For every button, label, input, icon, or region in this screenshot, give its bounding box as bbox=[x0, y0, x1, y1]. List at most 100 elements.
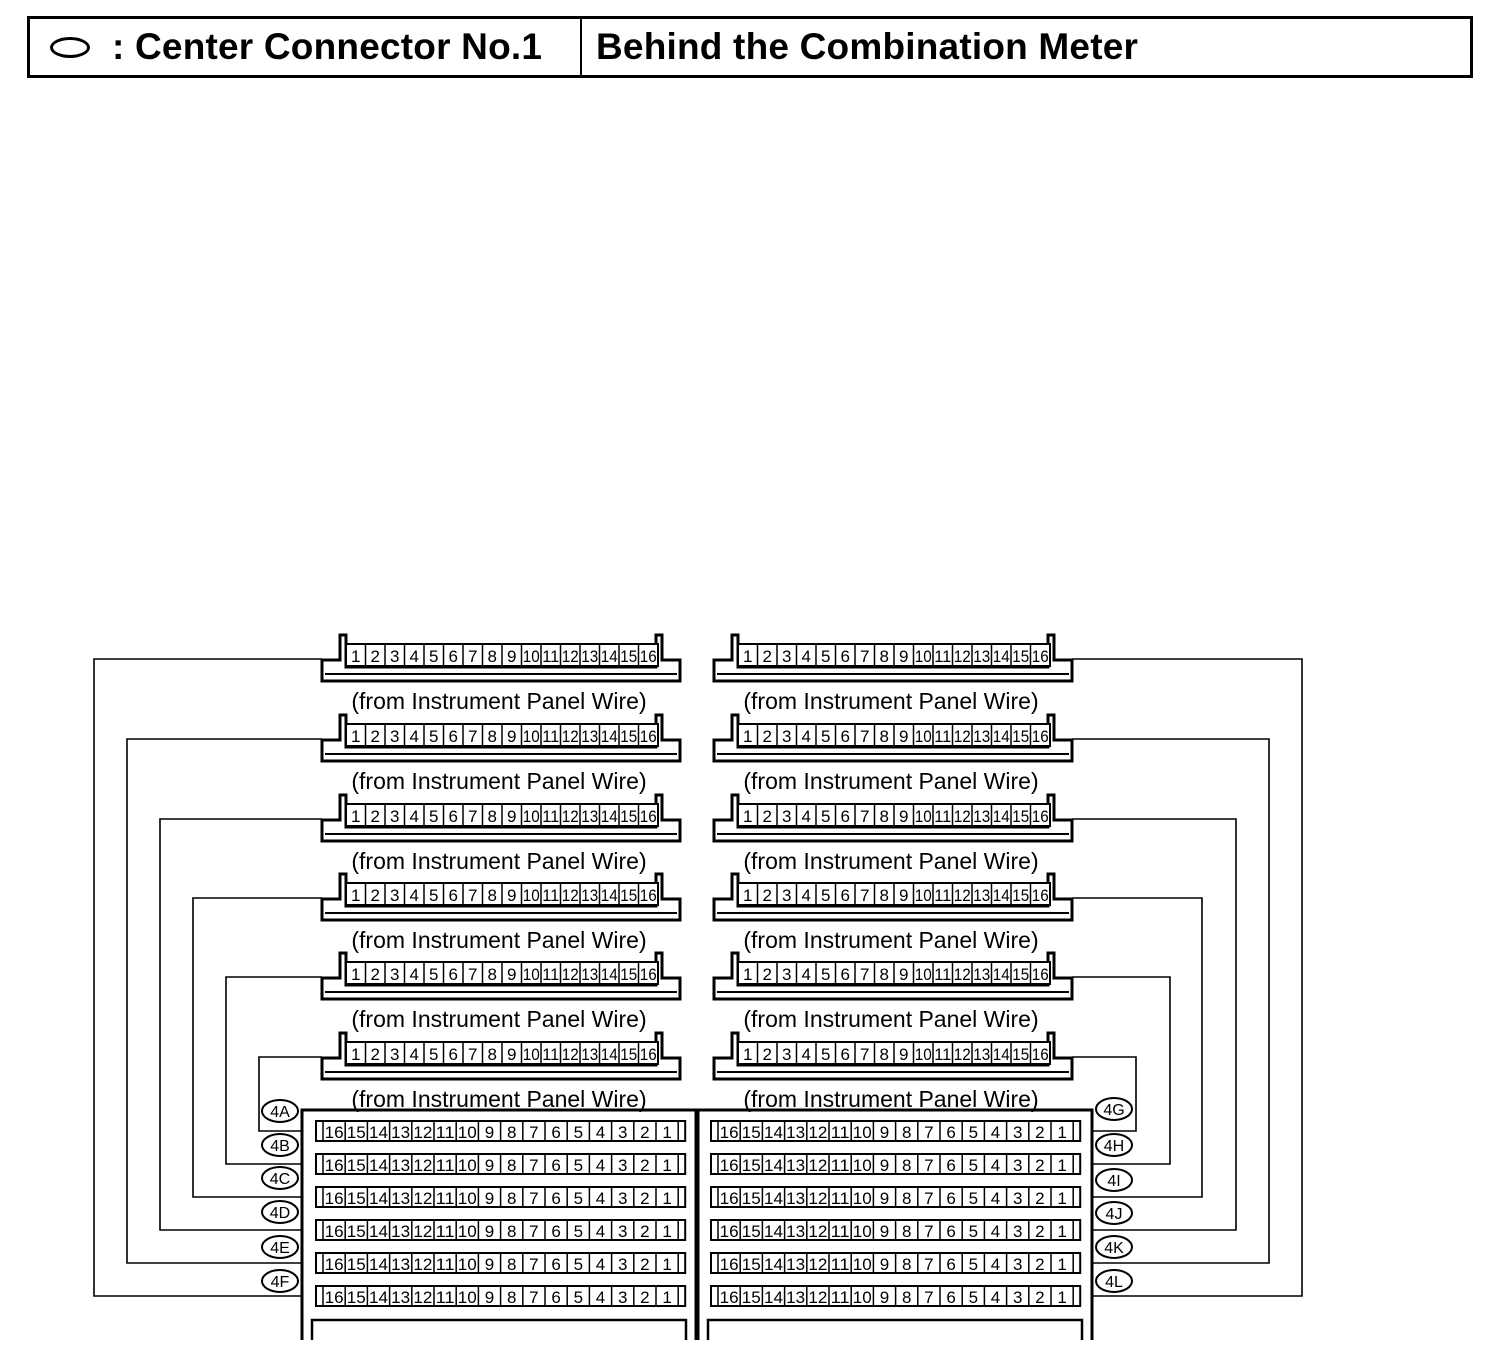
pin-number: 10 bbox=[915, 647, 932, 666]
pin-number: 4 bbox=[991, 1123, 1000, 1142]
pin-number: 1 bbox=[1057, 1288, 1066, 1307]
pin-number: 16 bbox=[325, 1189, 344, 1208]
pin-number: 6 bbox=[449, 886, 458, 905]
label-4g: 4G bbox=[1095, 1097, 1133, 1121]
wire-left-3 bbox=[159, 818, 322, 1231]
pin-number: 12 bbox=[562, 965, 579, 984]
pin-number: 11 bbox=[934, 647, 951, 666]
pin-number: 8 bbox=[507, 1222, 516, 1241]
pin-number: 14 bbox=[993, 1045, 1010, 1064]
pin-number: 7 bbox=[860, 1045, 869, 1064]
pin-number: 13 bbox=[786, 1222, 805, 1241]
pin-number: 13 bbox=[786, 1123, 805, 1142]
pin-number: 9 bbox=[880, 1156, 889, 1175]
pin-number: 15 bbox=[1012, 807, 1029, 826]
label-oval bbox=[1095, 1269, 1133, 1293]
pin-number: 1 bbox=[743, 647, 752, 666]
pin-number: 13 bbox=[973, 965, 990, 984]
pin-number: 6 bbox=[946, 1123, 955, 1142]
label-oval bbox=[261, 1133, 299, 1157]
pin-number: 11 bbox=[934, 727, 951, 746]
pin-number: 11 bbox=[934, 1045, 951, 1064]
pin-number: 16 bbox=[1032, 807, 1049, 826]
pin-number: 16 bbox=[1032, 647, 1049, 666]
pin-number: 5 bbox=[574, 1123, 583, 1142]
pin-number: 5 bbox=[969, 1189, 978, 1208]
pin-number: 12 bbox=[413, 1255, 432, 1274]
pin-number: 12 bbox=[954, 727, 971, 746]
pin-number: 13 bbox=[786, 1156, 805, 1175]
pin-number: 11 bbox=[831, 1222, 850, 1241]
pin-number: 3 bbox=[618, 1255, 627, 1274]
pin-number: 2 bbox=[763, 886, 772, 905]
pin-number: 2 bbox=[371, 647, 380, 666]
pin-number: 7 bbox=[529, 1156, 538, 1175]
pin-number: 11 bbox=[831, 1255, 850, 1274]
label-4j: 4J bbox=[1095, 1201, 1133, 1225]
pin-number: 5 bbox=[429, 886, 438, 905]
pin-number: 10 bbox=[915, 807, 932, 826]
pin-number: 2 bbox=[763, 1045, 772, 1064]
pin-number: 2 bbox=[640, 1255, 649, 1274]
pin-number: 11 bbox=[542, 807, 559, 826]
wire-left-6 bbox=[258, 1056, 322, 1132]
label-4h: 4H bbox=[1095, 1133, 1133, 1157]
label-4c: 4C bbox=[261, 1166, 299, 1190]
pin-number: 9 bbox=[880, 1123, 889, 1142]
pin-number: 9 bbox=[880, 1189, 889, 1208]
pin-number: 10 bbox=[458, 1288, 477, 1307]
pin-number: 11 bbox=[831, 1123, 850, 1142]
pin-number: 10 bbox=[915, 886, 932, 905]
pin-number: 15 bbox=[620, 886, 637, 905]
pin-number: 16 bbox=[640, 965, 657, 984]
pin-number: 10 bbox=[853, 1156, 872, 1175]
pin-number: 2 bbox=[640, 1156, 649, 1175]
label-4i: 4I bbox=[1095, 1168, 1133, 1192]
wire-left-4 bbox=[192, 897, 322, 1198]
pin-number: 8 bbox=[880, 727, 889, 746]
pin-number: 12 bbox=[413, 1123, 432, 1142]
pin-number: 2 bbox=[763, 647, 772, 666]
label-oval bbox=[261, 1200, 299, 1224]
pin-number: 8 bbox=[902, 1288, 911, 1307]
pin-number: 5 bbox=[821, 807, 830, 826]
label-4k: 4K bbox=[1095, 1235, 1133, 1259]
pin-number: 12 bbox=[954, 647, 971, 666]
connector-code: 4D bbox=[270, 1205, 290, 1222]
pin-number: 8 bbox=[488, 965, 497, 984]
pin-number: 14 bbox=[601, 1045, 618, 1064]
pin-number: 4 bbox=[596, 1123, 605, 1142]
pin-number: 3 bbox=[390, 886, 399, 905]
pin-number: 4 bbox=[991, 1255, 1000, 1274]
pin-number: 4 bbox=[410, 965, 419, 984]
pin-number: 1 bbox=[662, 1123, 671, 1142]
pin-number: 6 bbox=[449, 647, 458, 666]
pin-number: 12 bbox=[562, 1045, 579, 1064]
pin-number: 4 bbox=[596, 1222, 605, 1241]
pin-number: 1 bbox=[662, 1255, 671, 1274]
pin-number: 6 bbox=[841, 965, 850, 984]
pin-number: 7 bbox=[468, 1045, 477, 1064]
pin-number: 13 bbox=[391, 1123, 410, 1142]
label-oval bbox=[1095, 1133, 1133, 1157]
pin-number: 15 bbox=[1012, 727, 1029, 746]
pin-number: 15 bbox=[1012, 965, 1029, 984]
pin-number: 7 bbox=[860, 807, 869, 826]
pin-number: 1 bbox=[743, 1045, 752, 1064]
connector-housing bbox=[712, 872, 1074, 922]
pin-number: 15 bbox=[742, 1156, 761, 1175]
header-bar: : Center Connector No.1 Behind the Combi… bbox=[27, 16, 1473, 78]
pin-number: 16 bbox=[640, 727, 657, 746]
pin-number: 8 bbox=[902, 1189, 911, 1208]
pin-number: 6 bbox=[841, 647, 850, 666]
connector-housing bbox=[320, 872, 682, 922]
